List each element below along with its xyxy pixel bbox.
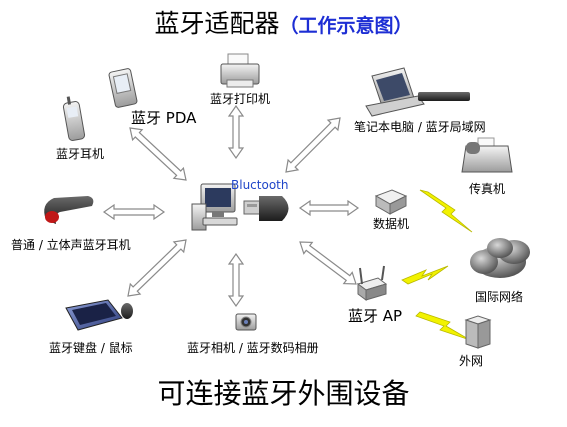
arrow-modem: [298, 199, 360, 217]
keyboard-icon: [65, 299, 123, 331]
arrow-printer: [227, 104, 245, 160]
modem-label: 数据机: [373, 217, 410, 231]
headset-label: 蓝牙耳机: [56, 147, 105, 161]
stereo-headset-label: 普通 / 立体声蓝牙耳机: [11, 238, 131, 252]
arrow-pda: [129, 127, 187, 181]
connection-arrows: [102, 104, 360, 308]
earpiece-icon: [44, 196, 94, 224]
arrow-ap: [299, 241, 357, 285]
desktop-computer-icon: [191, 183, 238, 231]
bolt-ap-icon: [415, 311, 471, 341]
printer-label: 蓝牙打印机: [210, 92, 271, 106]
bluetooth-brand-label: Bluctooth: [231, 178, 289, 192]
pda-label: 蓝牙 PDA: [131, 109, 197, 127]
modem-icon: [374, 189, 408, 215]
bolt-ap-icon: [401, 265, 449, 285]
title-main: 蓝牙适配器: [154, 9, 280, 38]
access-point-label: 蓝牙 AP: [348, 307, 403, 325]
diagram-title: 蓝牙适配器（工作示意图）: [0, 4, 567, 40]
fax-icon: [461, 137, 513, 173]
mobile-phone-icon: [62, 96, 86, 141]
internet-label: 国际网络: [475, 290, 524, 304]
camera-label: 蓝牙相机 / 蓝牙数码相册: [187, 341, 319, 355]
fax-label: 传真机: [469, 182, 506, 196]
printer-icon: [220, 53, 260, 88]
arrow-keyboard: [127, 239, 187, 297]
footer-caption: 可连接蓝牙外围设备: [157, 377, 410, 410]
title-subtitle: （工作示意图）: [279, 15, 413, 37]
laptop-label: 笔记本电脑 / 蓝牙局域网: [354, 120, 486, 134]
keyboard-mouse-label: 蓝牙键盘 / 鼠标: [49, 341, 133, 355]
access-point-icon: [356, 265, 388, 301]
arrow-laptop: [285, 117, 341, 173]
laptop-icon: [365, 67, 470, 117]
arrow-camera: [227, 252, 245, 308]
arrow-headset: [102, 203, 166, 221]
external-network-label: 外网: [459, 354, 484, 368]
mouse-icon: [121, 303, 133, 319]
bluetooth-dongle-icon: [243, 196, 289, 221]
pda-icon: [108, 68, 138, 108]
wireless-bolts: [401, 189, 473, 341]
camera-icon: [235, 313, 257, 331]
server-icon: [464, 315, 492, 349]
cloud-icon: [470, 238, 530, 278]
bolt-modem-icon: [419, 189, 473, 233]
